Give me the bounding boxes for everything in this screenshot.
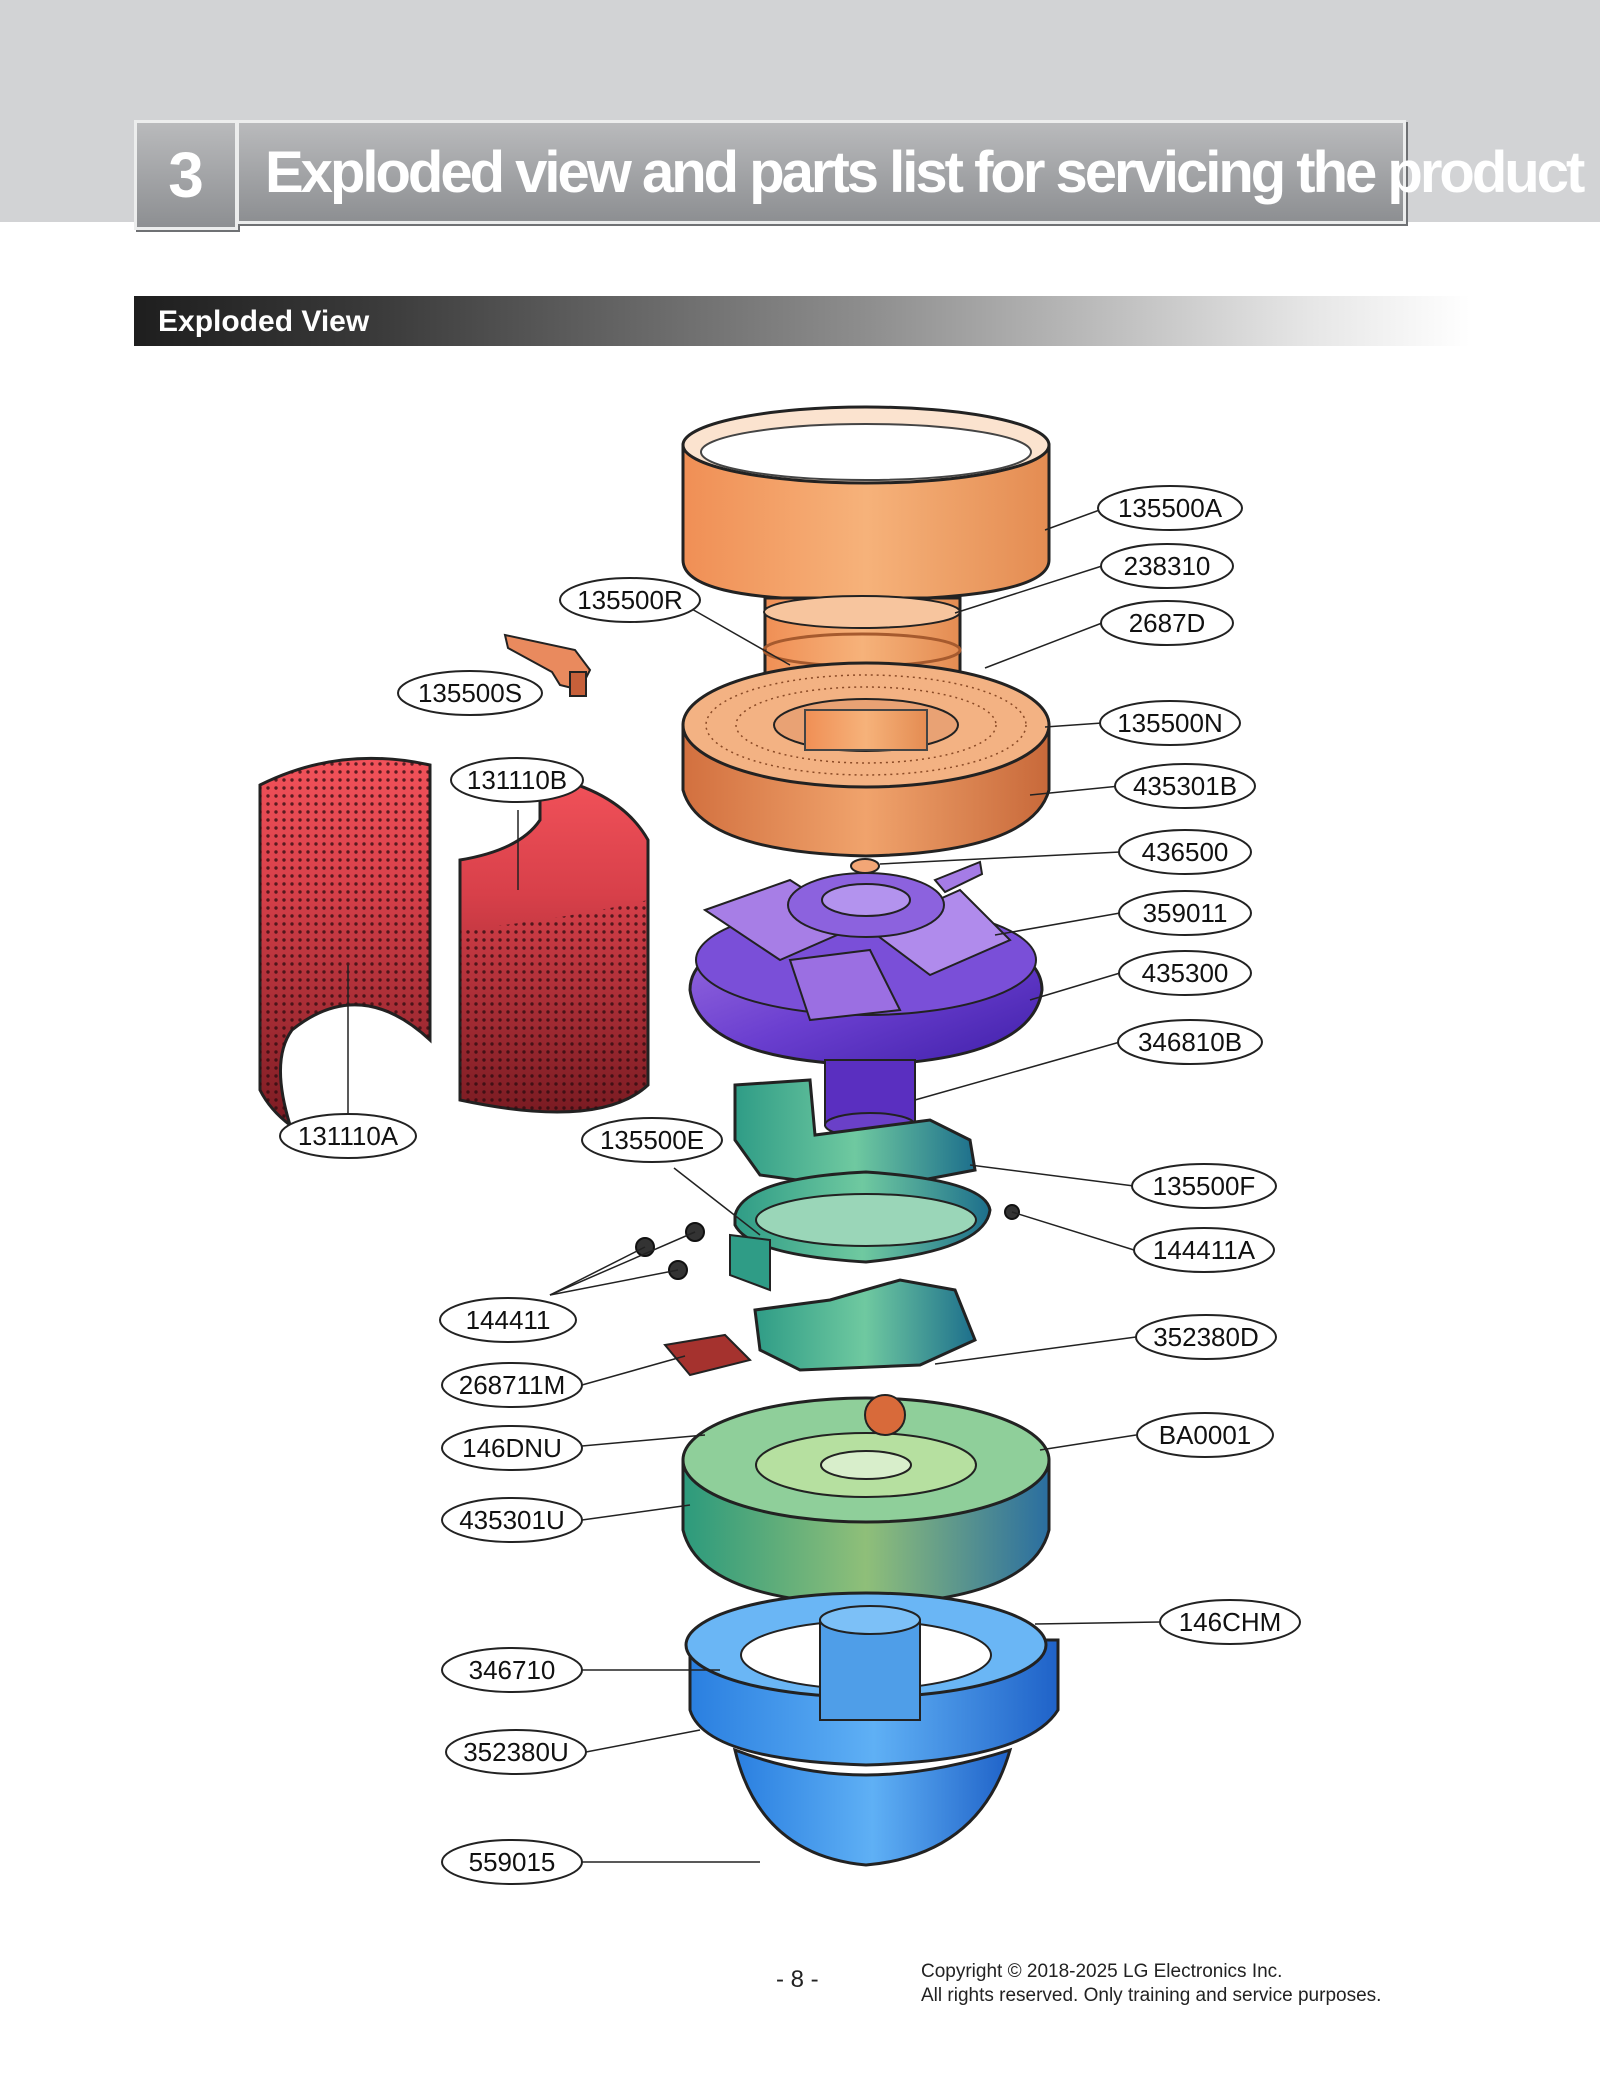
copyright-line-2: All rights reserved. Only training and s… xyxy=(921,1985,1382,2006)
section-title: Exploded View xyxy=(158,305,370,338)
bracket-135500S-part xyxy=(503,633,592,697)
svg-text:436500: 436500 xyxy=(1142,837,1229,867)
section-header: Exploded View xyxy=(134,296,1470,346)
svg-text:135500F: 135500F xyxy=(1153,1171,1256,1201)
label-436500: 436500 xyxy=(1118,829,1252,875)
svg-text:135500N: 135500N xyxy=(1117,708,1223,738)
svg-text:435301U: 435301U xyxy=(459,1505,565,1535)
front-filter-cover-part xyxy=(258,756,432,1129)
label-BA0001: BA0001 xyxy=(1136,1412,1274,1458)
label-144411A: 144411A xyxy=(1133,1227,1275,1273)
svg-text:346710: 346710 xyxy=(469,1655,556,1685)
label-346810B: 346810B xyxy=(1117,1019,1263,1065)
base-bracket-352380D-part xyxy=(753,1278,977,1372)
label-135500N: 135500N xyxy=(1099,700,1241,746)
fan-assembly-part xyxy=(688,860,1044,1067)
label-359011: 359011 xyxy=(1118,890,1252,936)
label-131110B: 131110B xyxy=(450,757,584,803)
rear-filter-cover-part xyxy=(458,773,650,1114)
label-135500R: 135500R xyxy=(559,577,701,623)
svg-text:131110A: 131110A xyxy=(298,1121,399,1151)
label-268711M: 268711M xyxy=(441,1362,583,1408)
svg-text:352380D: 352380D xyxy=(1153,1322,1259,1352)
svg-text:268711M: 268711M xyxy=(459,1370,566,1400)
middle-frame-part xyxy=(729,1078,992,1292)
label-2687D: 2687D xyxy=(1100,600,1234,646)
svg-text:131110B: 131110B xyxy=(467,765,567,795)
chapter-number: 3 xyxy=(134,120,238,230)
label-435301B: 435301B xyxy=(1114,763,1256,809)
svg-text:144411: 144411 xyxy=(466,1305,551,1335)
lower-housing-part xyxy=(684,1591,1060,1767)
screws-144411-part xyxy=(635,1204,1020,1280)
label-135500F: 135500F xyxy=(1131,1163,1277,1209)
label-146CHM: 146CHM xyxy=(1159,1599,1301,1645)
svg-text:346810B: 346810B xyxy=(1138,1027,1242,1057)
leader-lines xyxy=(347,507,1161,1863)
svg-text:BA0001: BA0001 xyxy=(1159,1420,1252,1450)
svg-text:559015: 559015 xyxy=(469,1847,556,1877)
label-352380U: 352380U xyxy=(445,1729,587,1775)
label-135500E: 135500E xyxy=(581,1117,723,1163)
svg-text:146DNU: 146DNU xyxy=(462,1433,562,1463)
label-146DNU: 146DNU xyxy=(441,1425,583,1471)
svg-text:146CHM: 146CHM xyxy=(1179,1607,1282,1637)
svg-text:135500E: 135500E xyxy=(600,1125,704,1155)
svg-text:144411A: 144411A xyxy=(1153,1235,1256,1265)
chapter-title: Exploded view and parts list for servici… xyxy=(236,120,1585,224)
copyright-line-1: Copyright © 2018-2025 LG Electronics Inc… xyxy=(921,1961,1283,1982)
label-346710: 346710 xyxy=(441,1647,583,1693)
knob-436500-part xyxy=(850,858,880,874)
label-135500A: 135500A xyxy=(1097,485,1243,531)
label-238310: 238310 xyxy=(1100,543,1234,589)
label-131110A: 131110A xyxy=(279,1113,417,1159)
label-144411: 144411 xyxy=(439,1297,577,1343)
top-ring-part xyxy=(681,405,1051,602)
base-housing-part xyxy=(681,1394,1051,1607)
svg-text:435301B: 435301B xyxy=(1133,771,1237,801)
pcb-268711M-part xyxy=(663,1333,752,1377)
svg-text:238310: 238310 xyxy=(1124,551,1211,581)
svg-text:2687D: 2687D xyxy=(1129,608,1206,638)
svg-text:435300: 435300 xyxy=(1142,958,1229,988)
label-435301U: 435301U xyxy=(441,1497,583,1543)
label-435300: 435300 xyxy=(1118,950,1252,996)
upper-housing-part xyxy=(681,661,1051,858)
copyright-notice: Copyright © 2018-2025 LG Electronics Inc… xyxy=(921,1960,1381,2008)
impeller-559015-part xyxy=(732,1747,1013,1867)
label-559015: 559015 xyxy=(441,1839,583,1885)
svg-text:359011: 359011 xyxy=(1143,898,1228,928)
svg-text:135500R: 135500R xyxy=(577,585,683,615)
label-352380D: 352380D xyxy=(1135,1314,1277,1360)
svg-text:135500A: 135500A xyxy=(1118,493,1223,523)
page-number: - 8 - xyxy=(776,1966,819,1993)
label-135500S: 135500S xyxy=(397,670,543,716)
svg-text:352380U: 352380U xyxy=(463,1737,569,1767)
svg-text:135500S: 135500S xyxy=(418,678,522,708)
